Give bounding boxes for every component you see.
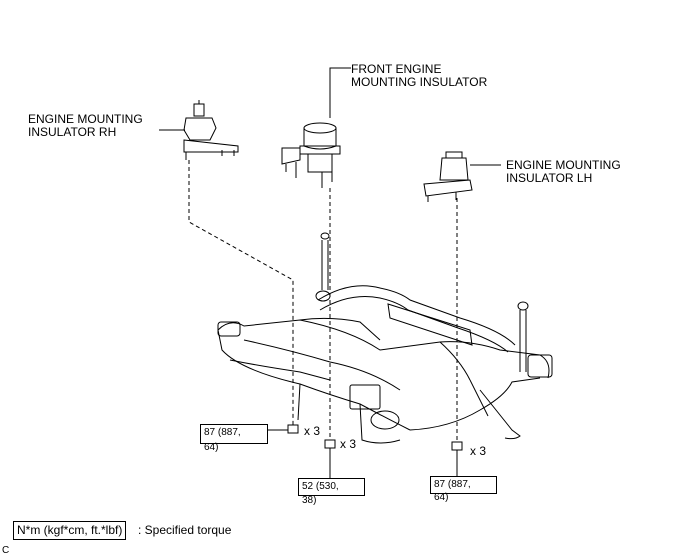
torque-box-center: 52 (530, <box>298 478 365 496</box>
torque-box-right-line2: 64) <box>434 492 449 503</box>
nut-right-part <box>451 441 463 451</box>
multiplier-right: x 3 <box>470 444 487 458</box>
engine-mount-lh-part <box>423 151 473 202</box>
engine-mount-rh-part <box>183 100 239 160</box>
torque-box-right: 87 (887, <box>430 476 497 494</box>
torque-box-left: 87 (887, <box>200 424 268 444</box>
multiplier-center: x 3 <box>340 437 357 451</box>
steering-rack-part <box>317 285 529 372</box>
multiplier-left: x 3 <box>304 424 321 438</box>
legend-description: : Specified torque <box>138 523 232 537</box>
crossmember-frame-part <box>217 317 553 444</box>
stabilizer-link-part <box>315 232 331 302</box>
nut-center-part <box>324 439 336 449</box>
torque-box-center-line2: 38) <box>302 495 317 506</box>
rh-dashed-line <box>188 160 294 425</box>
front-engine-mount-part <box>281 122 341 188</box>
nut-left-part <box>287 424 299 434</box>
front-leader-line <box>329 67 351 118</box>
torque-units-legend: N*m (kgf*cm, ft.*lbf) <box>13 521 127 540</box>
torque-box-left-line2: 64) <box>204 442 219 453</box>
figure-code: C <box>2 545 10 556</box>
